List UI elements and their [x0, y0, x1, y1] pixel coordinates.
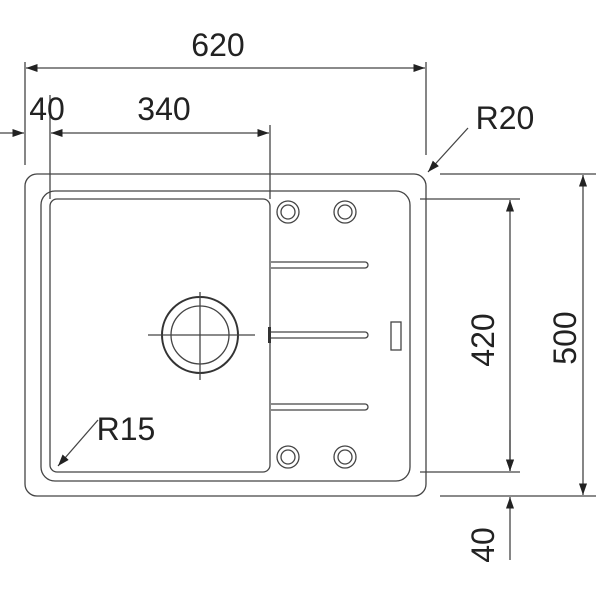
dim-line-r20: [427, 127, 469, 173]
dim-line-r15: [57, 419, 99, 467]
extension-lines: [24, 62, 596, 497]
sink-rim-outline: [40, 190, 411, 482]
label-bottom-offset: 40: [465, 527, 501, 563]
label-corner-radius-outer: R20: [476, 100, 535, 136]
tap-hole-icons: [276, 200, 357, 469]
drain-icon: [148, 292, 255, 380]
label-bowl-height: 420: [465, 313, 501, 366]
overflow-mark: [268, 327, 271, 343]
label-overall-width: 620: [191, 27, 244, 63]
label-overall-depth: 500: [547, 311, 583, 364]
label-corner-radius-bowl: R15: [97, 411, 156, 447]
label-bowl-width: 340: [137, 91, 190, 127]
drainboard-slot: [390, 321, 402, 351]
sink-outer-outline: [24, 173, 427, 497]
label-edge-offset: 40: [29, 91, 65, 127]
drainboard-ribs: [271, 261, 369, 411]
